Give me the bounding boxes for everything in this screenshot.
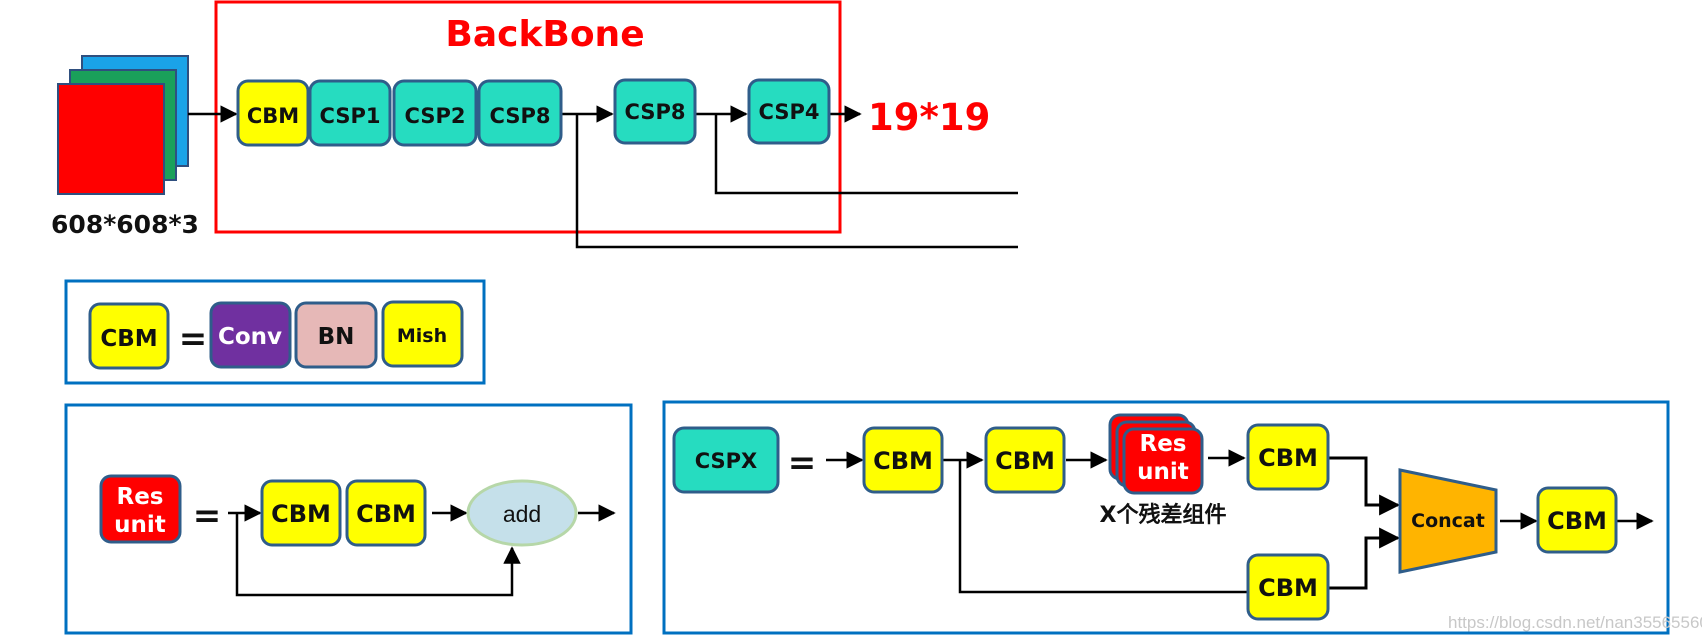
svg-text:CSP8: CSP8 xyxy=(490,104,551,128)
svg-text:CBM: CBM xyxy=(247,104,299,128)
cspx-def-cbm-4: CBM xyxy=(1246,553,1330,621)
cbm-def-conv: Conv xyxy=(209,301,292,369)
svg-text:unit: unit xyxy=(1137,459,1189,485)
res-def-equals: = xyxy=(193,496,222,536)
cspx-def-cbm-1: CBM xyxy=(862,426,944,494)
res-unit-definition-section: Res unit = CBM CBM add xyxy=(64,403,633,635)
res-def-frame xyxy=(64,403,633,635)
branch-line-1 xyxy=(714,114,1018,195)
svg-text:CSP1: CSP1 xyxy=(320,104,381,128)
cspx-definition-section: CSPX = CBM CBM Res unit X个残差组件 xyxy=(662,400,1670,635)
svg-text:CSP2: CSP2 xyxy=(405,104,466,128)
svg-text:CBM: CBM xyxy=(271,500,331,528)
svg-text:CSP4: CSP4 xyxy=(759,100,820,124)
res-def-res-unit: Res unit xyxy=(99,474,182,544)
cspx-def-frame xyxy=(662,400,1670,635)
block-csp1: CSP1 xyxy=(308,79,392,147)
cspx-arrow-cbm3-concat xyxy=(1328,456,1401,516)
cspx-def-equals: = xyxy=(788,443,817,483)
svg-text:CBM: CBM xyxy=(873,447,933,475)
svg-text:Concat: Concat xyxy=(1411,510,1485,532)
cbm-def-mish: Mish xyxy=(381,300,464,368)
cbm-def-frame xyxy=(64,279,486,385)
cbm-def-bn: BN xyxy=(294,301,378,369)
cspx-def-cspx: CSPX xyxy=(672,426,780,494)
svg-text:BN: BN xyxy=(318,324,355,350)
svg-text:CBM: CBM xyxy=(1547,507,1607,535)
svg-text:CBM: CBM xyxy=(1258,444,1318,472)
cspx-def-concat: Concat xyxy=(1398,468,1498,574)
cspx-arrow-cbm4-concat xyxy=(1328,527,1401,590)
res-skip-line xyxy=(235,513,521,597)
branch-line-2 xyxy=(575,114,1018,249)
cbm-definition-section: CBM = Conv BN Mish xyxy=(64,279,486,385)
block-csp8-a: CSP8 xyxy=(477,79,563,147)
svg-text:CSPX: CSPX xyxy=(695,449,758,473)
svg-text:Res: Res xyxy=(1140,431,1187,457)
block-csp4: CSP4 xyxy=(747,78,831,145)
svg-text:Mish: Mish xyxy=(397,325,447,347)
output-size-label: 19*19 xyxy=(868,96,990,139)
svg-text:CSP8: CSP8 xyxy=(625,100,686,124)
svg-text:CBM: CBM xyxy=(1258,574,1318,602)
cspx-def-cbm-2: CBM xyxy=(984,426,1066,494)
res-def-cbm-2: CBM xyxy=(345,479,427,547)
svg-text:CBM: CBM xyxy=(356,500,416,528)
svg-text:CBM: CBM xyxy=(995,447,1055,475)
svg-text:CBM: CBM xyxy=(100,326,157,352)
backbone-frame xyxy=(214,0,842,234)
svg-text:add: add xyxy=(503,501,541,527)
svg-text:Conv: Conv xyxy=(218,324,282,350)
res-def-cbm-1: CBM xyxy=(260,479,342,547)
input-size-label: 608*608*3 xyxy=(51,210,199,239)
block-csp2: CSP2 xyxy=(392,79,478,147)
cspx-def-cbm-3: CBM xyxy=(1246,423,1330,491)
cspx-res-caption: X个残差组件 xyxy=(1100,502,1227,528)
res-def-add: add xyxy=(466,479,578,547)
cspx-def-res-unit-stack: Res unit xyxy=(1108,413,1204,495)
svg-text:unit: unit xyxy=(114,512,166,538)
cbm-def-equals: = xyxy=(179,319,208,359)
cbm-def-cbm: CBM xyxy=(88,302,170,370)
watermark: https://blog.csdn.net/nan355655600 xyxy=(1448,613,1702,632)
backbone-title: BackBone xyxy=(445,14,644,55)
svg-text:Res: Res xyxy=(117,484,164,510)
block-csp8-b: CSP8 xyxy=(613,78,697,145)
cspx-bottom-branch xyxy=(958,460,1248,594)
cspx-def-cbm-5: CBM xyxy=(1536,486,1618,554)
input-image-stack xyxy=(57,55,189,195)
block-cbm: CBM xyxy=(236,79,310,147)
backbone-section: BackBone 608*608*3 CBM CSP1 CSP2 xyxy=(51,0,1018,249)
